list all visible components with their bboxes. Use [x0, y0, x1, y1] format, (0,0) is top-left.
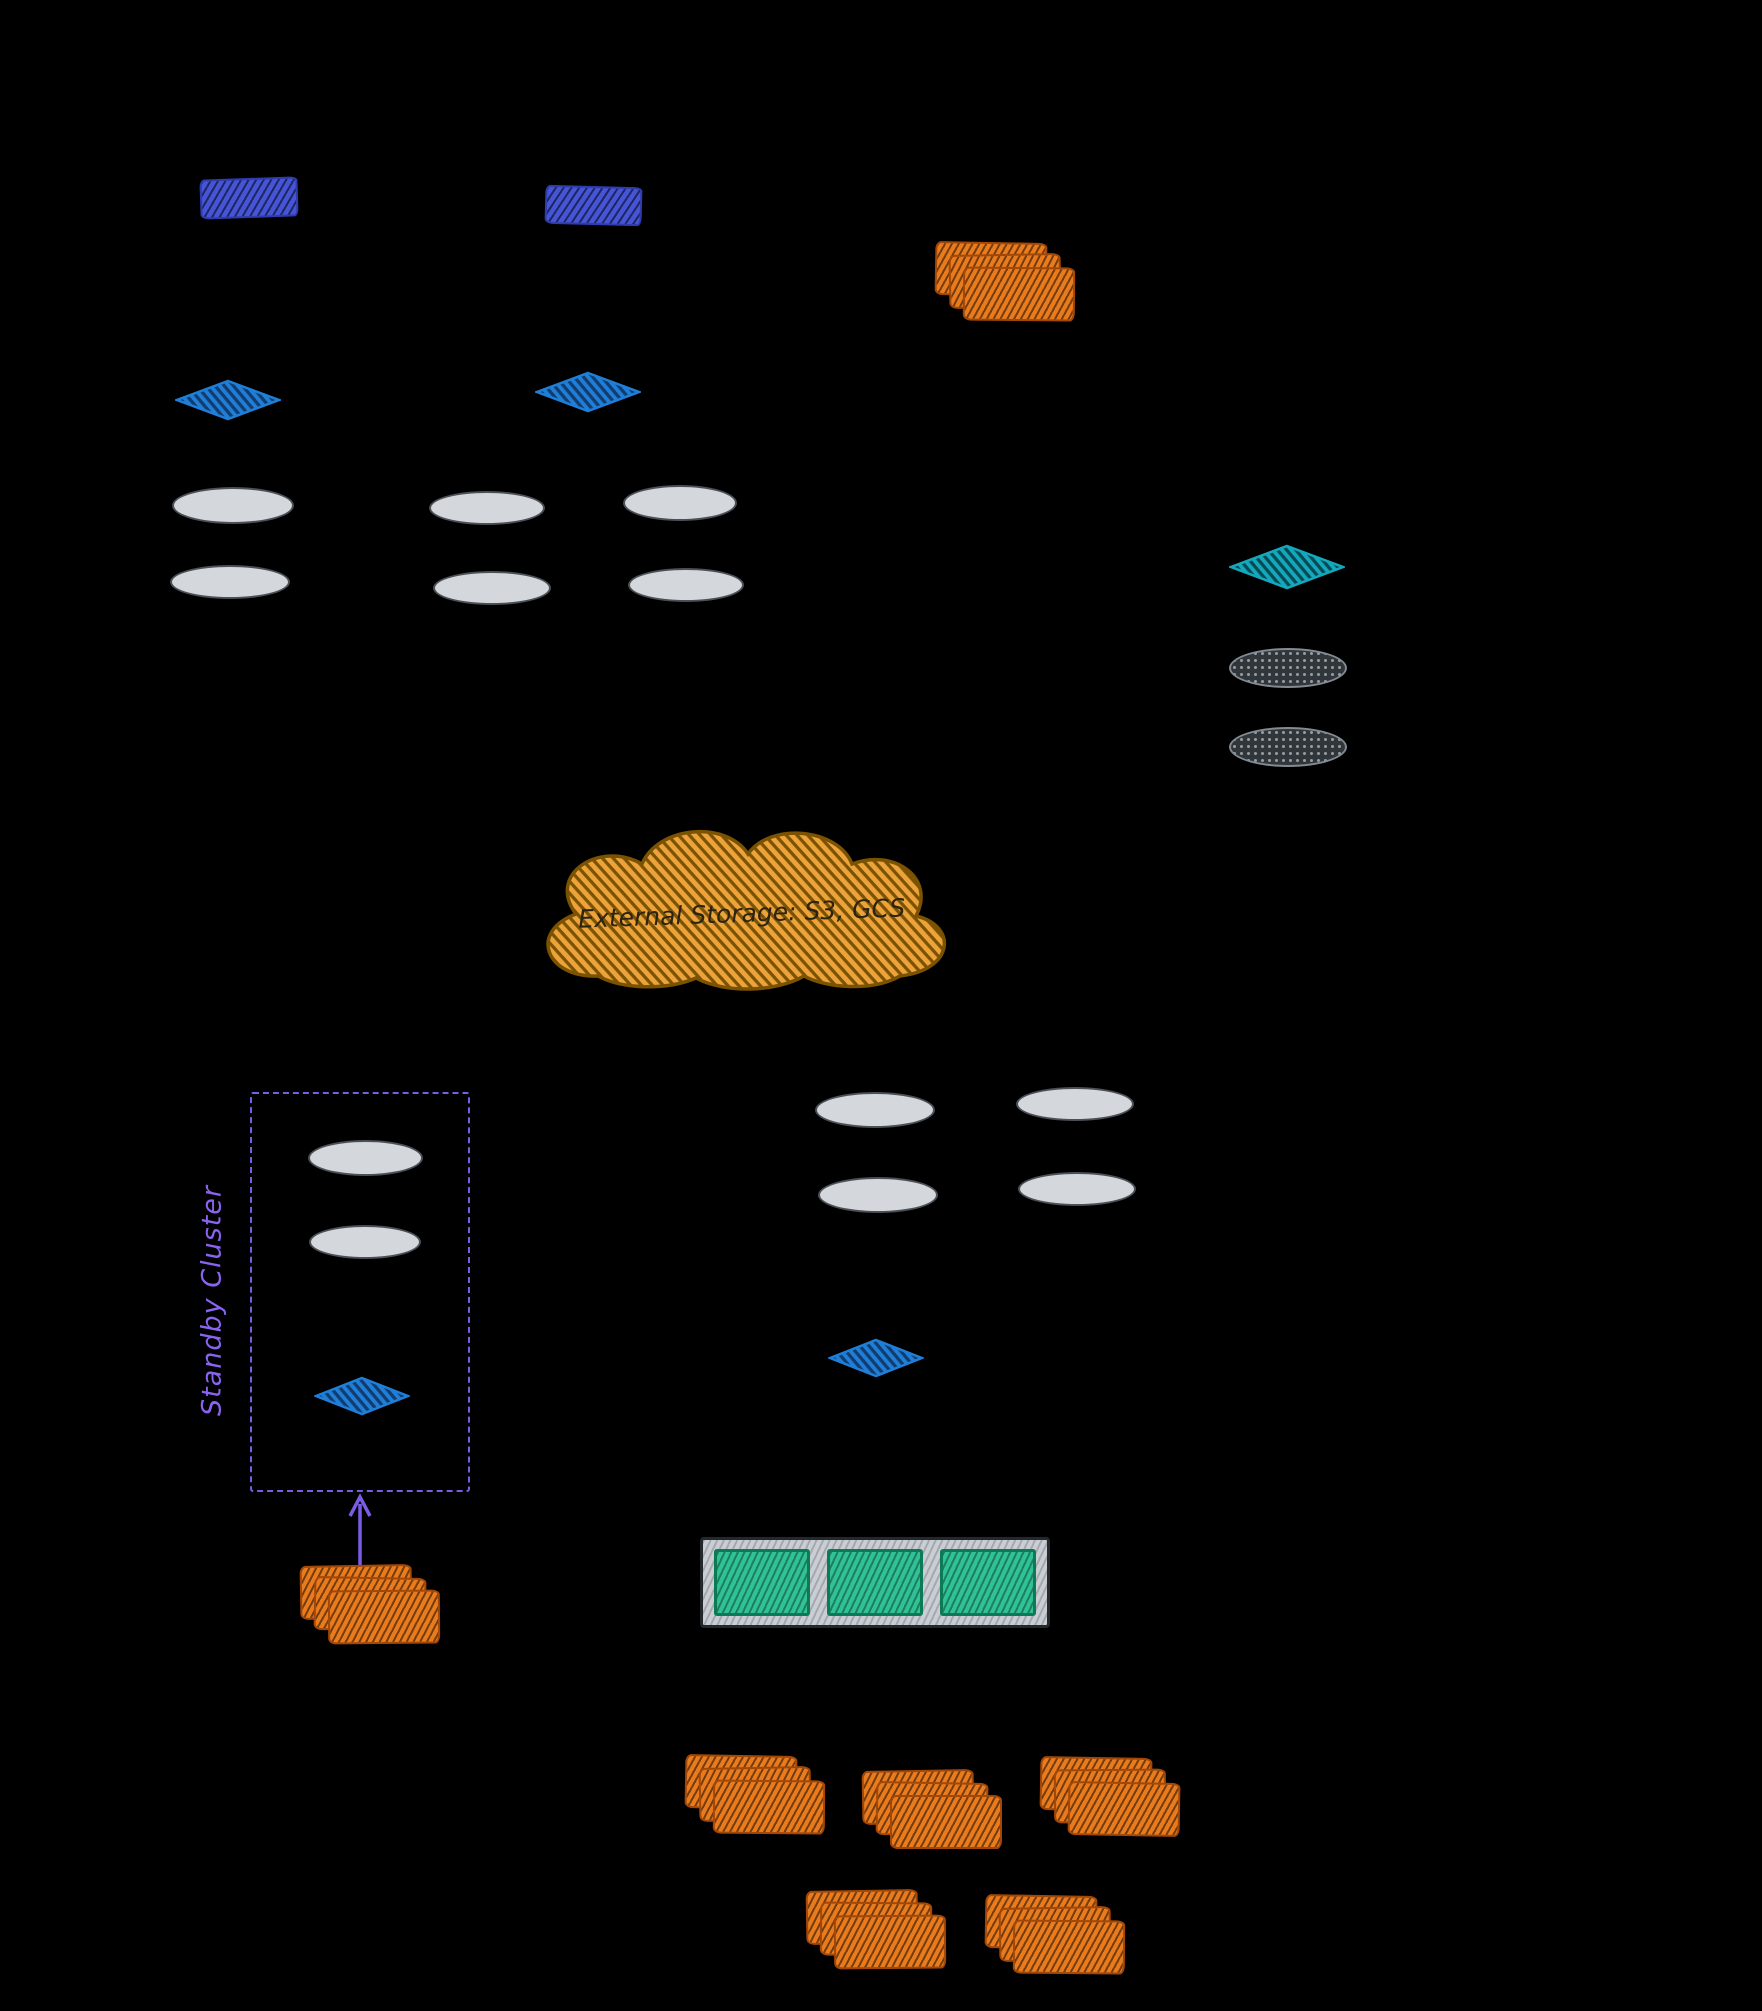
green-cell-1 — [714, 1549, 810, 1616]
document-stack-5 — [984, 1894, 1135, 1980]
document-card — [833, 1914, 947, 1970]
document-card — [1012, 1919, 1126, 1975]
cloud-shape — [546, 829, 947, 991]
center-ellipse-3 — [818, 1177, 938, 1213]
standby-cluster-box — [250, 1092, 470, 1492]
document-card — [962, 266, 1076, 322]
blue-box-1 — [199, 176, 299, 220]
diamond-shape — [314, 1376, 410, 1416]
blue-diamond-standby — [314, 1376, 410, 1416]
document-card — [890, 1795, 1002, 1849]
gray-ellipse-6 — [628, 568, 744, 602]
standby-ellipse-1 — [308, 1140, 423, 1176]
document-stack-1 — [684, 1754, 835, 1840]
dotted-ellipse-1 — [1229, 648, 1347, 688]
gray-ellipse-4 — [433, 571, 551, 605]
document-stack-2 — [861, 1769, 1012, 1855]
green-cell-2 — [827, 1549, 923, 1616]
document-card — [1067, 1781, 1181, 1837]
document-stack-4 — [805, 1889, 956, 1975]
blue-diamond-2 — [535, 371, 641, 413]
green-cell-3 — [940, 1549, 1036, 1616]
teal-diamond — [1229, 544, 1345, 590]
up-arrow — [348, 1493, 372, 1576]
external-storage-cloud: External Storage: S3, GCS — [546, 829, 947, 991]
document-stack-3 — [1039, 1756, 1190, 1842]
dotted-ellipse-2 — [1229, 727, 1347, 767]
blue-diamond-1 — [175, 379, 281, 421]
standby-cluster-label: Standby Cluster — [196, 1184, 228, 1417]
standby-ellipse-2 — [309, 1225, 421, 1259]
document-stack-top — [934, 241, 1085, 327]
diamond-shape — [828, 1338, 924, 1378]
gray-ellipse-2 — [170, 565, 290, 599]
diamond-shape — [535, 371, 641, 413]
diamond-shape — [175, 379, 281, 421]
center-ellipse-4 — [1018, 1172, 1136, 1206]
gray-ellipse-3 — [429, 491, 545, 525]
gray-ellipse-5 — [623, 485, 737, 521]
center-ellipse-2 — [1016, 1087, 1134, 1121]
document-card — [712, 1779, 826, 1835]
center-ellipse-1 — [815, 1092, 935, 1128]
arrow-head — [348, 1493, 372, 1517]
gray-ellipse-1 — [172, 487, 294, 524]
document-stack-standby — [299, 1564, 450, 1650]
diamond-shape — [1229, 544, 1345, 590]
blue-box-2 — [544, 184, 643, 227]
blue-diamond-center — [828, 1338, 924, 1378]
document-card — [327, 1589, 441, 1645]
